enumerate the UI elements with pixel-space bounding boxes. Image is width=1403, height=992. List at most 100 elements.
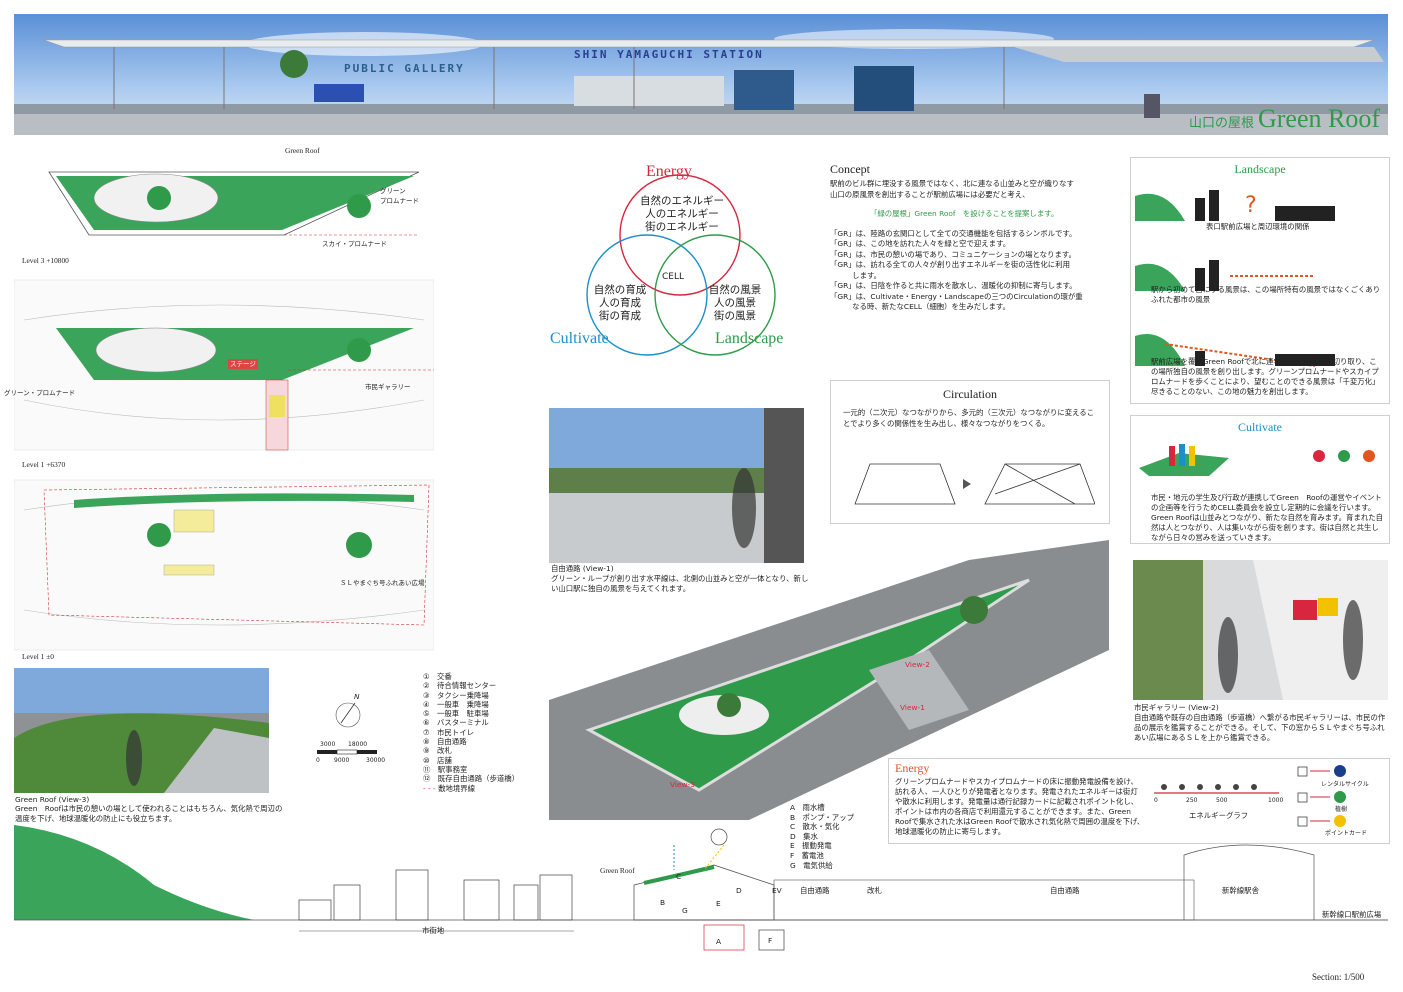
circulation-panel: Circulation 一元的（二次元）なつながりから、多元的（三次元）なつなが…	[830, 380, 1110, 524]
concept-gr-line: 「GR」は、この地を訪れた人々を緑と空で迎えます。	[830, 239, 1011, 248]
axo-view2-label: View-2	[905, 660, 930, 669]
concept-gr-line: 「GR」は、陸路の玄関口として全ての交通機能を包括するシンボルです。	[830, 228, 1077, 238]
plan-stage-label: ステージ	[228, 359, 258, 369]
legend-item: ⑪ 駅事務室	[423, 764, 468, 774]
cultivate-illustration	[1139, 444, 1375, 476]
axonometric-rendering	[549, 540, 1109, 820]
section-ev-label: EV	[772, 886, 782, 895]
legend-item: ⑥ バスターミナル	[423, 718, 489, 728]
energy-text: グリーンプロムナードやスカイプロムナードの床に振動発電設備を設け、訪れる人、一人…	[895, 777, 1145, 836]
concept-title: Concept	[830, 162, 870, 176]
venn-landscape-line: 人の風景	[714, 297, 756, 309]
graph-tick: 1000	[1268, 797, 1284, 804]
legend-item: ⑤ 一般車 駐車場	[423, 709, 489, 719]
view1-text: グリーン・ループが創り出す水平線は、北側の山並みと空が一体となり、新し い山口駅…	[551, 574, 808, 594]
section-free-passage1: 自由通路	[800, 886, 830, 895]
venn-cultivate-label: Cultivate	[550, 330, 609, 347]
section-letter: E	[716, 899, 721, 908]
scale-bottom-a: 0	[316, 757, 320, 764]
landscape-panel: Landscape ? 表口駅前広場と周辺環境の関係 駅から初めて目にする風景は…	[1130, 157, 1390, 404]
legend-item: ① 交番	[423, 672, 452, 681]
energy-title: Energy	[895, 761, 930, 775]
level1a-label: Level 1 +6370	[22, 460, 66, 469]
section-legend-item: B ポンプ・アップ	[790, 812, 854, 822]
cultivate-panel: Cultivate 市民・地元の学生及び行政が連携してGreen Roofの運営…	[1130, 415, 1390, 544]
section-legend-item: F 蓄電池	[790, 850, 824, 860]
section-plaza-label: 新幹線口駅前広場	[1322, 910, 1382, 919]
cultivate-title: Cultivate	[1238, 420, 1282, 434]
view1-text-line: グリーン・ループが創り出す水平線は、北側の山並みと空が一体となり、新し	[551, 574, 809, 583]
view3-text: Green Roofは市民の憩いの場として使われることはもちろん、気化熱で周辺の…	[15, 804, 282, 824]
venn-energy-lines: 自然のエネルギー 人のエネルギー 街のエネルギー	[632, 195, 732, 234]
legend-item: ④ 一般車 乗降場	[423, 699, 489, 709]
plan-sky-promenade-label: スカイ・プロムナード	[322, 240, 387, 248]
concept-section: Concept 駅前のビル群に埋没する風景ではなく、北に連なる山並みと空が織りな…	[830, 162, 1120, 313]
level1b-label: Level 1 ±0	[22, 652, 54, 661]
legend-boundary: - - - 敷地境界線	[423, 783, 476, 793]
banner-rendering	[14, 14, 1388, 135]
section-green-roof-label: Green Roof	[600, 866, 635, 875]
view1-caption: 自由通路 (View-1)	[551, 564, 614, 573]
legend-item: ⑦ 市民トイレ	[423, 727, 474, 737]
graph-tick: 250	[1186, 797, 1198, 804]
venn-cultivate-lines: 自然の育成 人の育成 街の育成	[585, 284, 655, 323]
view3-caption: Green Roof (View-3)	[15, 795, 90, 804]
circulation-title: Circulation	[943, 387, 997, 401]
plan-green-roof-label: Green Roof	[285, 146, 320, 155]
section-shinkansen-label: 新幹線駅舎	[1222, 886, 1259, 895]
view1-rendering	[549, 408, 804, 563]
floor-plans	[14, 171, 434, 651]
section-legend-item: E 振動発電	[790, 841, 832, 851]
venn-cultivate-line: 街の育成	[599, 310, 641, 322]
view2-text: 自由通路や既存の自由通路（歩道橋）へ繋がる市民ギャラリーは、市民の作品の展示を鑑…	[1134, 713, 1386, 742]
scale-bottom-c: 30000	[366, 757, 386, 764]
section-drawing	[14, 825, 1388, 951]
legend-item: ⑫ 既存自由通路（歩道橋）	[423, 774, 520, 784]
venn-cultivate-line: 人の育成	[599, 297, 641, 309]
section-free-passage2: 自由通路	[1050, 886, 1080, 895]
landscape-cap1: 表口駅前広場と周辺環境の関係	[1206, 222, 1310, 231]
landscape-title: Landscape	[1234, 162, 1286, 176]
energy-graph	[1154, 784, 1279, 794]
circulation-diagram	[854, 463, 1095, 505]
plan-citizen-gallery-label: 市民ギャラリー	[365, 383, 411, 391]
legend-item: ⑨ 改札	[423, 746, 452, 756]
concept-gr-line: 「GR」は、Cultivate・Energy・Landscapeの三つのCirc…	[830, 291, 1083, 301]
venn-energy-line: 人のエネルギー	[645, 208, 719, 220]
venn-landscape-label: Landscape	[715, 330, 784, 347]
view3-text-line: 温度を下げ、地球温暖化の防止にも役立ちます。	[15, 814, 177, 823]
section-letter: C	[676, 872, 682, 881]
scale-top-b: 18000	[348, 741, 368, 748]
view2-rendering	[1133, 560, 1388, 700]
graph-tick: 0	[1154, 797, 1158, 804]
concept-proposal: 「緑の屋根」Green Roof を設けることを提案します。	[870, 209, 1059, 218]
venn-landscape-lines: 自然の風景 人の風景 街の風景	[700, 284, 770, 323]
concept-intro: 駅前のビル群に埋没する風景ではなく、北に連なる山並みと空が織りなす	[830, 179, 1074, 188]
section-legend-item: C 散水・気化	[790, 822, 840, 832]
venn-diagram	[586, 174, 776, 356]
circulation-text: 一元的（二次元）なつながりから、多元的（三次元）なつながりに変えるこ	[843, 408, 1095, 417]
plan-sl-plaza-label: ＳＬやまぐち号ふれあい広場	[340, 579, 425, 587]
banner-title-jp: 山口の屋根	[1188, 115, 1254, 130]
section-city-label: 市街地	[422, 926, 445, 935]
station-sign: SHIN YAMAGUCHI STATION	[574, 48, 764, 61]
venn-landscape-line: 街の風景	[714, 310, 756, 322]
section-legend-item: G 電気供給	[790, 860, 833, 870]
venn-energy-label: Energy	[646, 163, 692, 180]
section-gate-label: 改札	[867, 886, 882, 895]
concept-gr-line: します。	[830, 270, 881, 280]
concept-gr-line: 「GR」は、市民の憩いの場であり、コミュニケーションの場となります。	[830, 249, 1076, 259]
section-legend-item: D 集水	[790, 831, 818, 841]
concept-gr-line: 「GR」は、日陰を作ると共に雨水を散水し、温暖化の抑制に寄与します。	[830, 281, 1077, 290]
banner-title: 山口の屋根 Green Roof	[1189, 104, 1380, 134]
section-letter: A	[716, 937, 722, 946]
energy-point-card-label: ポイントカード	[1325, 830, 1368, 837]
landscape-cap2: 駅から初めて目にする風景は、この場所特有の風景ではなくごくありふれた都市の風景	[1151, 285, 1381, 304]
landscape-diagrams: ?	[1135, 190, 1335, 367]
landscape-cap3: 駅前広場を覆うGreen Roofで北に連なる山並みと空を切り取り、この場所独自…	[1151, 357, 1380, 396]
energy-icons	[1297, 765, 1346, 827]
energy-rental-label: レンタルサイクル	[1321, 781, 1369, 788]
energy-panel: Energy グリーンプロムナードやスカイプロムナードの床に振動発電設備を設け、…	[888, 758, 1390, 844]
section-letter: B	[660, 898, 666, 907]
plan-green-promenade-label: グリーン プロムナード	[380, 187, 419, 205]
